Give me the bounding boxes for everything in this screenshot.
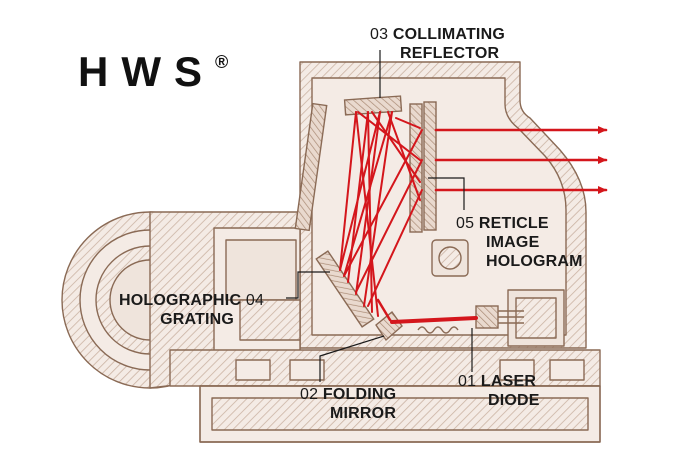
callout-leaders [286,50,473,382]
label-folding-mirror: 02 FOLDING MIRROR [300,386,397,422]
rear-window-part [294,102,328,232]
brand-name: HWS [78,48,215,95]
hws-logo: HWS® [78,48,228,96]
label-laser-diode: 01 LASER DIODE [458,373,540,409]
registered-mark: ® [215,52,229,72]
label-reticle-image-hologram: 05 RETICLE IMAGE HOLOGRAM [456,215,583,270]
label-collimating-reflector: 03 COLLIMATING REFLECTOR [370,26,505,62]
holographic-grating-part [315,250,375,328]
label-holographic-grating: HOLOGRAPHIC 04 GRATING [119,292,265,328]
laser-diode-part [475,305,524,329]
laser-beam-paths [339,111,608,324]
